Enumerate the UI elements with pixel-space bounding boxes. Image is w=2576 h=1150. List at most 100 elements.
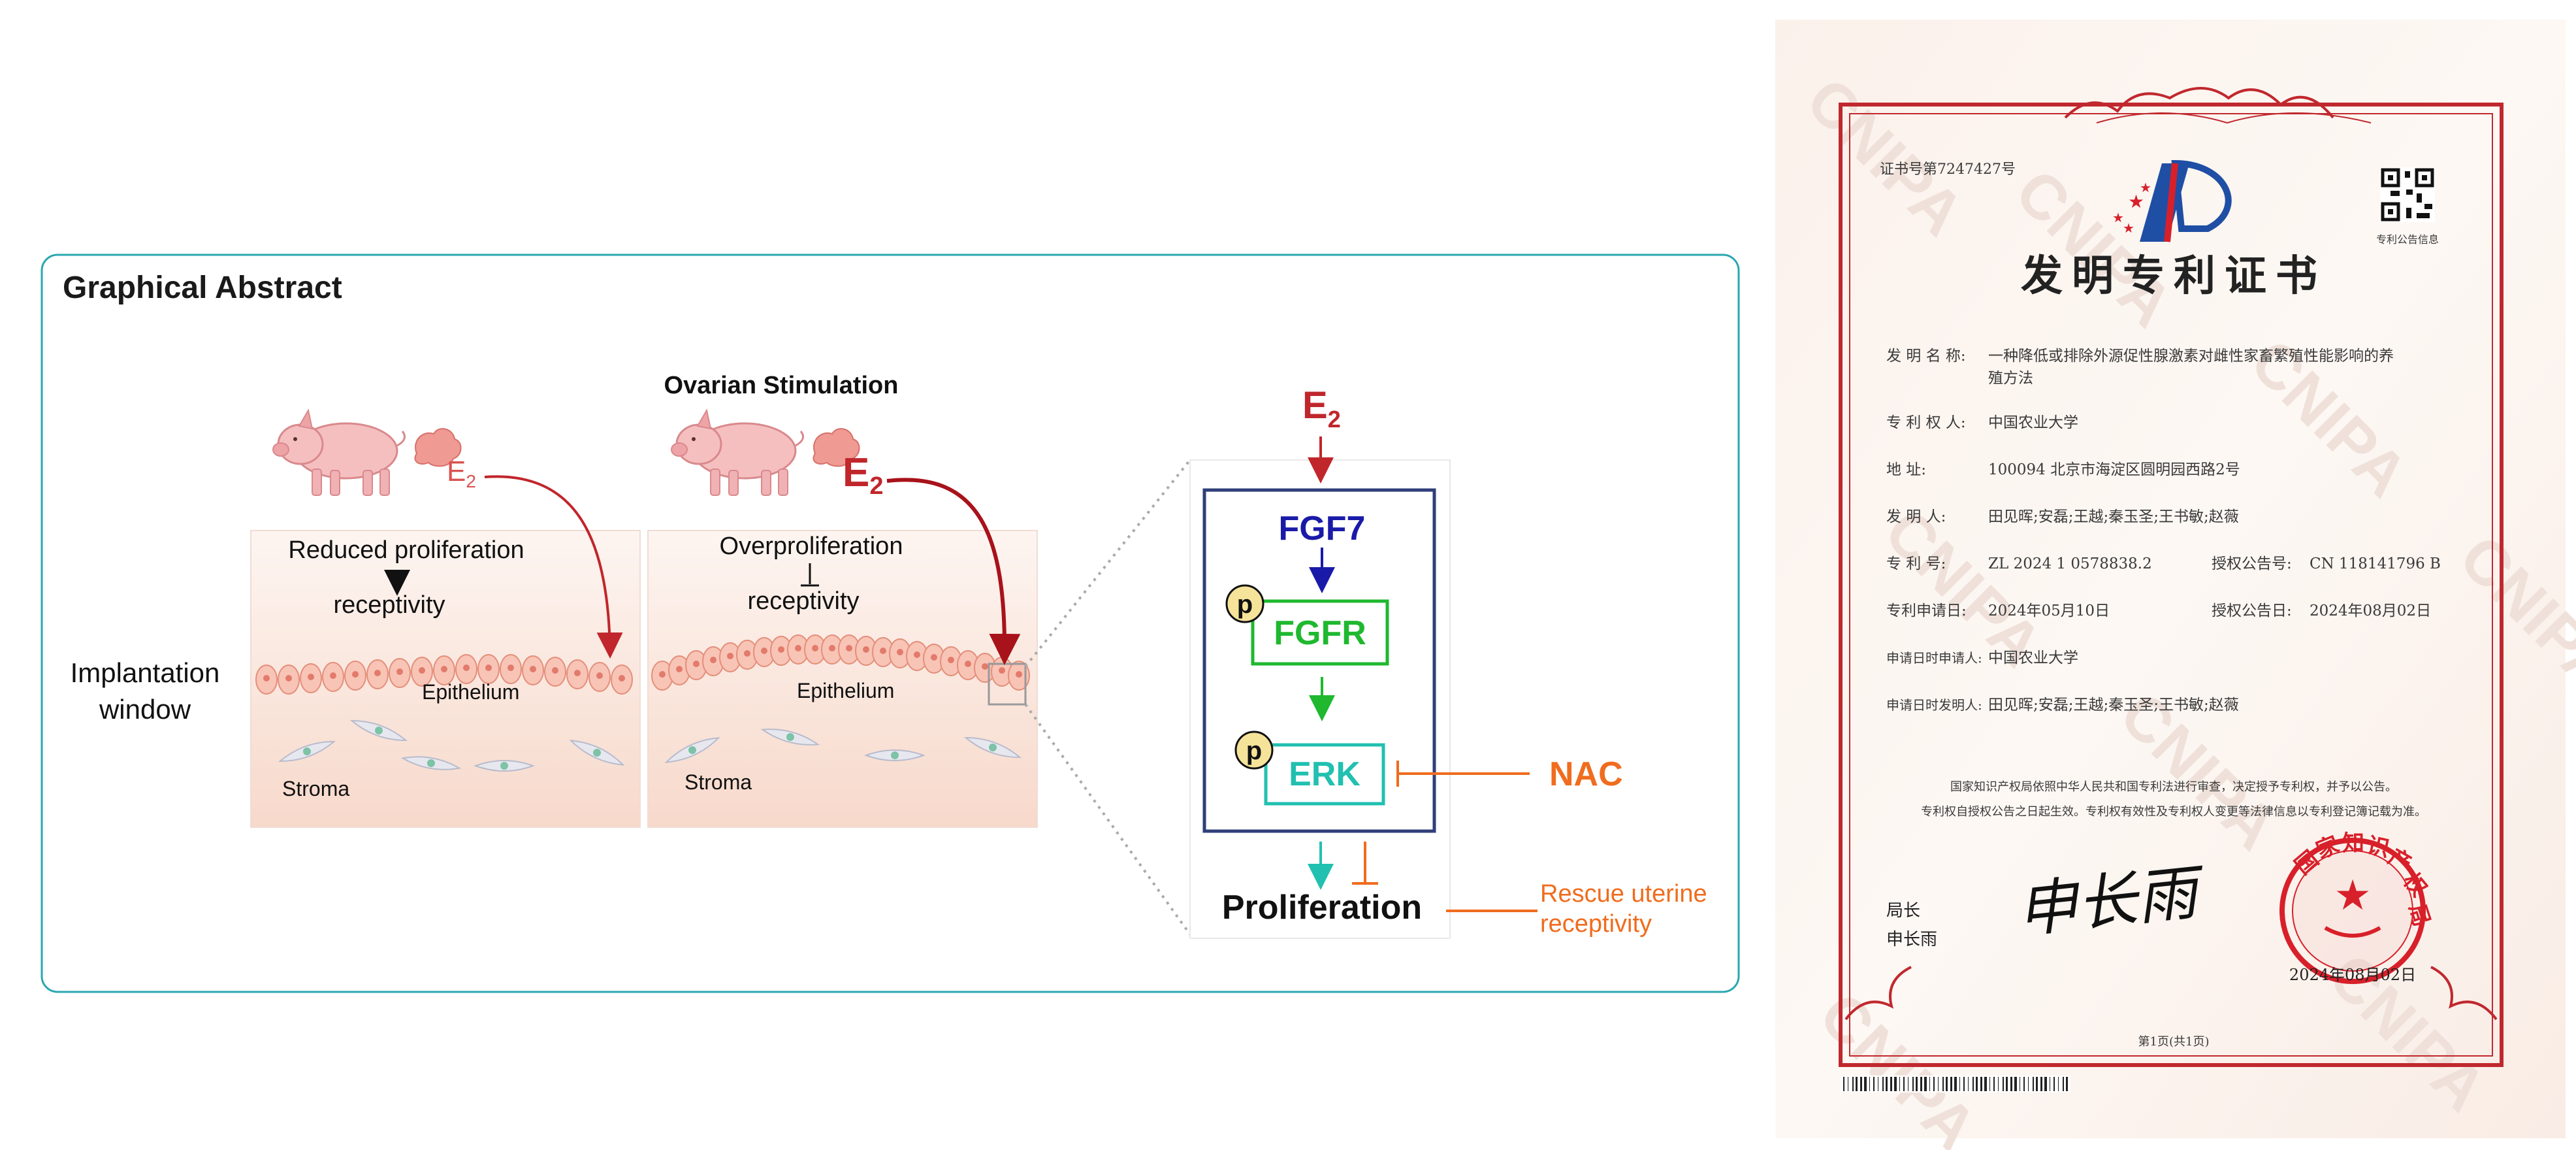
certificate-fields: 发 明 名 称: 一种降低或排除外源促性腺激素对雌性家畜繁殖性能影响的养 殖方法…: [1886, 348, 2441, 714]
barcode-bar: [1860, 1077, 1862, 1091]
effect-label-1: Reduced proliferation: [288, 536, 524, 564]
svg-text:★: ★: [2112, 211, 2124, 225]
border-ornaments: [1844, 87, 2498, 1021]
nac-label: NAC: [1549, 755, 1623, 793]
field-label: 地 址:: [1886, 461, 1926, 478]
abstract-title: Graphical Abstract: [63, 271, 342, 305]
barcode-bar: [2003, 1077, 2004, 1091]
barcode-bar: [1929, 1077, 1930, 1091]
barcode: [1841, 1076, 2070, 1092]
field-value: 殖方法: [1988, 370, 2033, 387]
field-label: 授权公告日:: [2212, 602, 2292, 619]
effect-label-2: receptivity: [747, 587, 859, 615]
barcode-bar: [1856, 1077, 1858, 1091]
barcode-bar: [1989, 1077, 1990, 1091]
barcode-bar: [1873, 1077, 1875, 1091]
statement-line-2: 专利权自授权公告之日起生效。专利权有效性及专利权人变更等法律信息以专利登记簿记载…: [1921, 805, 2426, 819]
effect-label-2: receptivity: [333, 591, 445, 619]
e2-arrow-stimulated: [886, 478, 1021, 665]
barcode-bar: [2033, 1077, 2034, 1091]
barcode-bar: [2023, 1077, 2025, 1091]
field-value: 100094 北京市海淀区圆明园西路2号: [1988, 461, 2240, 478]
patent-certificate: CNIPA CNIPA CNIPA CNIPA CNIPA CNIPA CNIP…: [1775, 20, 2576, 1150]
certificate-title: 发明专利证书: [2021, 252, 2326, 301]
barcode-bar: [1894, 1077, 1897, 1091]
field-label: 专 利 号:: [1886, 555, 1946, 572]
pathway-panel: E2 FGF7 FGFR p ERK p NAC Proliferation R…: [1189, 384, 1707, 939]
epithelium-label: Epithelium: [422, 680, 519, 704]
barcode-bar: [1993, 1077, 1995, 1091]
barcode-bar: [2053, 1077, 2055, 1091]
barcode-bar: [1920, 1077, 1922, 1091]
svg-text:★: ★: [2128, 191, 2144, 212]
barcode-bar: [1942, 1077, 1944, 1091]
stimulation-heading: Ovarian Stimulation: [664, 372, 899, 399]
zoom-line-bottom: [1024, 703, 1191, 936]
fgfr-label: FGFR: [1274, 614, 1366, 652]
field-label: 发 明 人:: [1886, 508, 1946, 525]
barcode-bar: [1950, 1077, 1952, 1091]
e2-label-bold: E2: [843, 450, 884, 500]
field-value: CN 118141796 B: [2310, 555, 2441, 572]
panel-stimulated: Ovarian Stimulation E2 Overproliferation…: [647, 372, 1038, 828]
field-label: 申请日时发明人:: [1886, 697, 1982, 713]
barcode-bar: [2058, 1077, 2059, 1091]
barcode-bar: [1954, 1077, 1957, 1091]
barcode-bar: [1980, 1077, 1982, 1091]
barcode-bar: [1933, 1077, 1935, 1091]
e2-arrow-normal: [484, 475, 623, 659]
barcode-bar: [2036, 1077, 2038, 1091]
barcode-bar: [1882, 1077, 1884, 1091]
barcode-bar: [1984, 1077, 1987, 1091]
certificate-number: 证书号第7247427号: [1880, 161, 2016, 178]
stroma-label: Stroma: [282, 777, 349, 800]
field-label: 授权公告号:: [2212, 555, 2292, 572]
barcode-bar: [1946, 1077, 1948, 1091]
stroma-label: Stroma: [684, 770, 752, 794]
barcode-bar: [1924, 1077, 1927, 1091]
fgfr-box: [1251, 599, 1389, 666]
director-name: 申长雨: [1886, 930, 1937, 949]
barcode-bar: [1864, 1077, 1867, 1091]
barcode-bar: [1968, 1077, 1969, 1091]
effect-label-1: Overproliferation: [720, 533, 903, 560]
qr-code: [2380, 167, 2435, 222]
field-value: 2024年05月10日: [1988, 602, 2110, 619]
barcode-bar: [2040, 1077, 2042, 1091]
statement-line-1: 国家知识产权局依照中华人民共和国专利法进行审查，决定授予专利权，并予以公告。: [1950, 780, 2397, 794]
barcode-bar: [1912, 1077, 1914, 1091]
erk-box: [1264, 743, 1385, 806]
phospho-label: p: [1246, 736, 1262, 765]
field-value: 中国农业大学: [1988, 649, 2078, 666]
barcode-bar: [1852, 1077, 1854, 1091]
rescue-label-1: Rescue uterine: [1540, 880, 1707, 908]
barcode-bar: [2044, 1077, 2047, 1091]
barcode-bar: [1899, 1077, 1900, 1091]
field-value: ZL 2024 1 0578838.2: [1988, 555, 2152, 572]
barcode-bar: [1916, 1077, 1918, 1091]
barcode-bar: [1843, 1077, 1844, 1091]
field-value: 2024年08月02日: [2310, 602, 2431, 619]
barcode-bar: [1959, 1077, 1960, 1091]
barcode-bar: [1963, 1077, 1965, 1091]
barcode-bar: [2014, 1077, 2017, 1091]
qr-caption: 专利公告信息: [2376, 233, 2439, 246]
page-note: 第1页(共1页): [2138, 1035, 2210, 1049]
svg-text:★: ★: [2334, 872, 2371, 919]
cnipa-logo: ★ ★ ★ ★: [2112, 159, 2232, 242]
svg-text:★: ★: [2123, 222, 2134, 236]
barcode-bar: [1886, 1077, 1888, 1091]
director-title: 局长: [1886, 901, 1920, 921]
seal-date: 2024年08月02日: [2289, 966, 2416, 984]
epithelium-label: Epithelium: [797, 679, 894, 702]
barcode-bar: [2063, 1077, 2064, 1091]
barcode-bar: [2006, 1077, 2008, 1091]
certificate-border-outer: [1839, 103, 2504, 1067]
e2-top-label: E2: [1302, 384, 1341, 433]
phospho-badge: [1225, 584, 1264, 623]
barcode-bar: [2010, 1077, 2012, 1091]
svg-text:★: ★: [2140, 181, 2151, 195]
implantation-label-1: Implantation: [71, 657, 220, 688]
field-value: 一种降低或排除外源促性腺激素对雌性家畜繁殖性能影响的养: [1988, 348, 2394, 365]
